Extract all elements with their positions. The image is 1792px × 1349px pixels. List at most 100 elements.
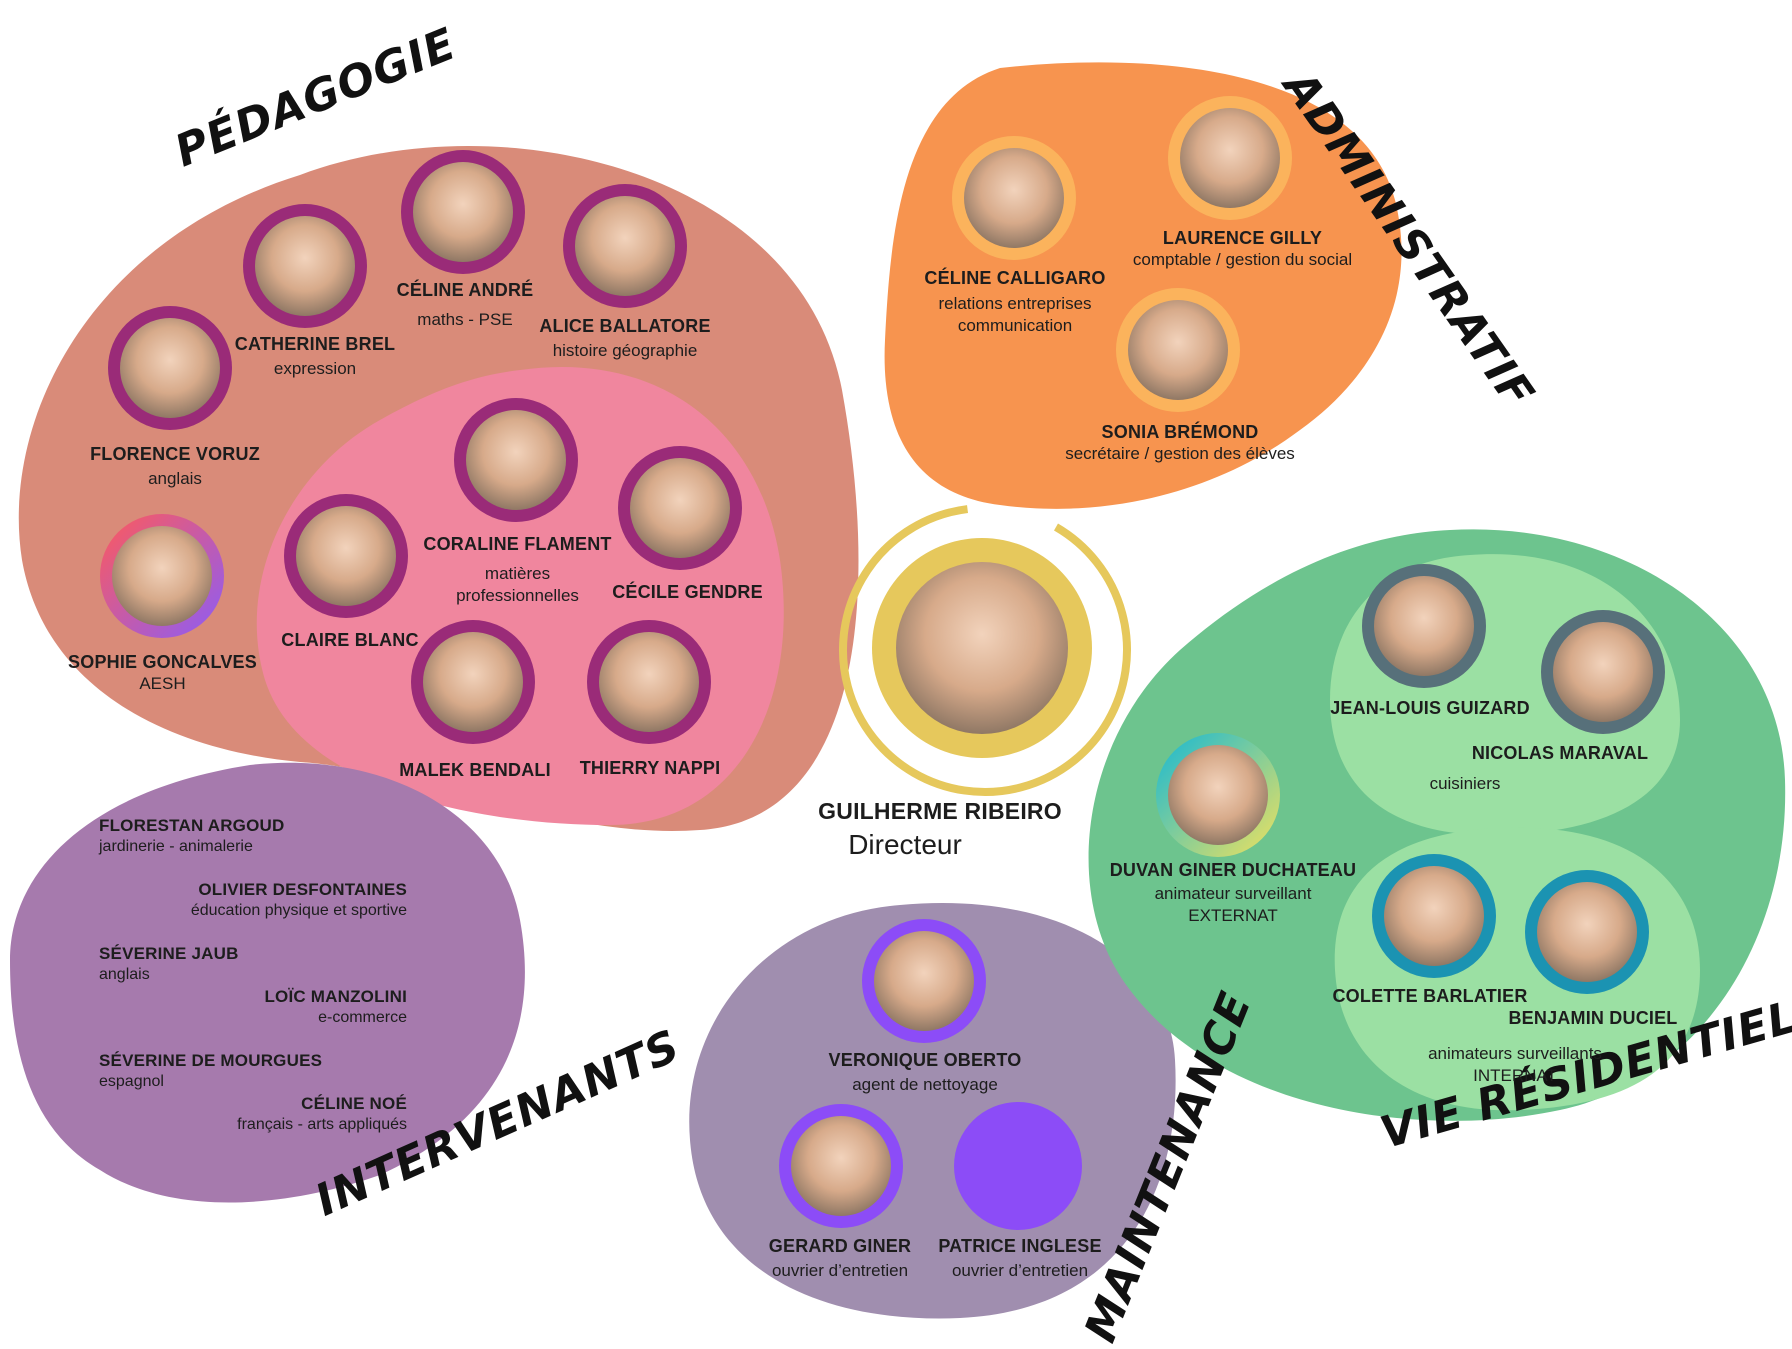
member-card: NICOLAS MARAVAL bbox=[1460, 743, 1660, 764]
member-name: VERONIQUE OBERTO bbox=[828, 1050, 1022, 1070]
member-role: éducation physique et sportive bbox=[190, 902, 407, 919]
member-role: comptable / gestion du social bbox=[1132, 250, 1353, 269]
avatar bbox=[1374, 576, 1474, 676]
member-role: maths - PSE bbox=[417, 310, 513, 329]
member-role: agent de nettoyage bbox=[852, 1075, 998, 1094]
director-outer-ring bbox=[839, 504, 1131, 796]
member-name: CÉLINE ANDRÉ bbox=[396, 280, 534, 300]
member-card: GERARD GINER ouvrier d’entretien bbox=[755, 1236, 925, 1282]
member-card: CÉLINE CALLIGARO relations entreprises c… bbox=[905, 268, 1125, 337]
member-role: e-commerce bbox=[318, 1009, 407, 1026]
member-name: CÉLINE NOÉ bbox=[301, 1094, 407, 1113]
member-card: ALICE BALLATORE histoire géographie bbox=[530, 316, 720, 362]
member-role: espagnol bbox=[99, 1073, 164, 1090]
member-name: ALICE BALLATORE bbox=[539, 316, 711, 336]
intervenant-entry: LOÏC MANZOLINI e-commerce bbox=[99, 987, 407, 1027]
avatar bbox=[791, 1116, 891, 1216]
intervenant-entry: OLIVIER DESFONTAINES éducation physique … bbox=[99, 880, 407, 920]
member-name: NICOLAS MARAVAL bbox=[1471, 743, 1649, 763]
member-card: SONIA BRÉMOND secrétaire / gestion des é… bbox=[1040, 422, 1320, 465]
member-role: relations entreprises communication bbox=[938, 294, 1092, 335]
member-role: secrétaire / gestion des élèves bbox=[1065, 444, 1295, 463]
member-name: SÉVERINE JAUB bbox=[99, 944, 239, 963]
member-card: LAURENCE GILLY comptable / gestion du so… bbox=[1115, 228, 1370, 271]
member-card: THIERRY NAPPI bbox=[565, 758, 735, 779]
director-role: Directeur bbox=[848, 829, 962, 860]
avatar bbox=[1553, 622, 1653, 722]
avatar bbox=[1384, 866, 1484, 966]
avatar bbox=[413, 162, 513, 262]
avatar bbox=[296, 506, 396, 606]
member-name: SOPHIE GONCALVES bbox=[68, 652, 257, 672]
member-card: CATHERINE BREL expression bbox=[220, 334, 410, 380]
avatar bbox=[575, 196, 675, 296]
avatar bbox=[120, 318, 220, 418]
member-name: JEAN-LOUIS GUIZARD bbox=[1330, 698, 1530, 718]
member-name: FLORENCE VORUZ bbox=[90, 444, 260, 464]
member-name: COLETTE BARLATIER bbox=[1332, 986, 1528, 1006]
member-name: FLORESTAN ARGOUD bbox=[99, 816, 285, 835]
member-role: expression bbox=[273, 359, 357, 378]
intervenant-entry: FLORESTAN ARGOUD jardinerie - animalerie bbox=[99, 816, 284, 856]
member-name: CATHERINE BREL bbox=[234, 334, 396, 354]
avatar bbox=[874, 931, 974, 1031]
member-role: français - arts appliqués bbox=[237, 1116, 407, 1133]
member-card: BENJAMIN DUCIEL bbox=[1488, 1008, 1698, 1029]
member-role: anglais bbox=[99, 966, 150, 983]
member-name: CÉCILE GENDRE bbox=[612, 582, 763, 602]
member-role: matières professionnelles bbox=[456, 564, 579, 605]
member-name: LOÏC MANZOLINI bbox=[264, 987, 407, 1006]
intervenant-entry: CÉLINE NOÉ français - arts appliqués bbox=[99, 1094, 407, 1134]
member-card: COLETTE BARLATIER bbox=[1330, 986, 1530, 1007]
intervenants-zone bbox=[10, 762, 525, 1203]
member-role: AESH bbox=[139, 674, 186, 693]
avatar bbox=[964, 148, 1064, 248]
member-role: ouvrier d’entretien bbox=[951, 1261, 1089, 1280]
member-card: SOPHIE GONCALVES AESH bbox=[60, 652, 265, 695]
member-name: PATRICE INGLESE bbox=[938, 1236, 1102, 1256]
member-card: VERONIQUE OBERTO agent de nettoyage bbox=[815, 1050, 1035, 1096]
member-role: animateurs surveillants bbox=[1428, 1044, 1602, 1063]
member-role: ouvrier d’entretien bbox=[771, 1261, 909, 1280]
member-name: THIERRY NAPPI bbox=[579, 758, 721, 778]
member-card: CLAIRE BLANC bbox=[270, 630, 430, 651]
member-card: CÉCILE GENDRE bbox=[605, 582, 770, 603]
avatar-ring bbox=[954, 1102, 1082, 1230]
member-card: PATRICE INGLESE ouvrier d’entretien bbox=[930, 1236, 1110, 1282]
avatar bbox=[1537, 882, 1637, 982]
avatar bbox=[112, 526, 212, 626]
member-name: LAURENCE GILLY bbox=[1162, 228, 1323, 248]
avatar bbox=[255, 216, 355, 316]
member-name: DUVAN GINER DUCHATEAU bbox=[1109, 860, 1357, 880]
intervenant-entry: SÉVERINE DE MOURGUES espagnol bbox=[99, 1051, 322, 1091]
director-photo bbox=[896, 562, 1068, 734]
member-card: MALEK BENDALI bbox=[390, 760, 560, 781]
member-role-extra: INTERNAT bbox=[1473, 1066, 1557, 1085]
intervenant-entry: SÉVERINE JAUB anglais bbox=[99, 944, 239, 984]
member-role: histoire géographie bbox=[552, 341, 698, 360]
avatar bbox=[1128, 300, 1228, 400]
member-card: DUVAN GINER DUCHATEAU animateur surveill… bbox=[1098, 860, 1368, 927]
member-name: CÉLINE CALLIGARO bbox=[924, 268, 1106, 288]
avatar bbox=[630, 458, 730, 558]
director-label: GUILHERME RIBEIRO Directeur bbox=[800, 798, 1080, 861]
member-name: GERARD GINER bbox=[768, 1236, 912, 1256]
avatar bbox=[599, 632, 699, 732]
member-role: anglais bbox=[148, 469, 202, 488]
internat-role: animateurs surveillants INTERNAT bbox=[1400, 1040, 1630, 1087]
member-name: CLAIRE BLANC bbox=[281, 630, 419, 650]
director-name: GUILHERME RIBEIRO bbox=[818, 798, 1062, 824]
member-role-extra: EXTERNAT bbox=[1188, 906, 1278, 925]
member-name: BENJAMIN DUCIEL bbox=[1508, 1008, 1678, 1028]
avatar bbox=[423, 632, 523, 732]
cuisine-role: cuisiniers bbox=[1400, 770, 1530, 795]
member-role: jardinerie - animalerie bbox=[99, 838, 253, 855]
member-card: CORALINE FLAMENT matières professionnell… bbox=[420, 534, 615, 607]
member-name: MALEK BENDALI bbox=[399, 760, 551, 780]
member-card: CÉLINE ANDRÉ maths - PSE bbox=[375, 280, 555, 331]
avatar bbox=[466, 410, 566, 510]
member-name: SONIA BRÉMOND bbox=[1101, 422, 1259, 442]
member-role: animateur surveillant bbox=[1154, 884, 1312, 903]
member-name: OLIVIER DESFONTAINES bbox=[198, 880, 407, 899]
